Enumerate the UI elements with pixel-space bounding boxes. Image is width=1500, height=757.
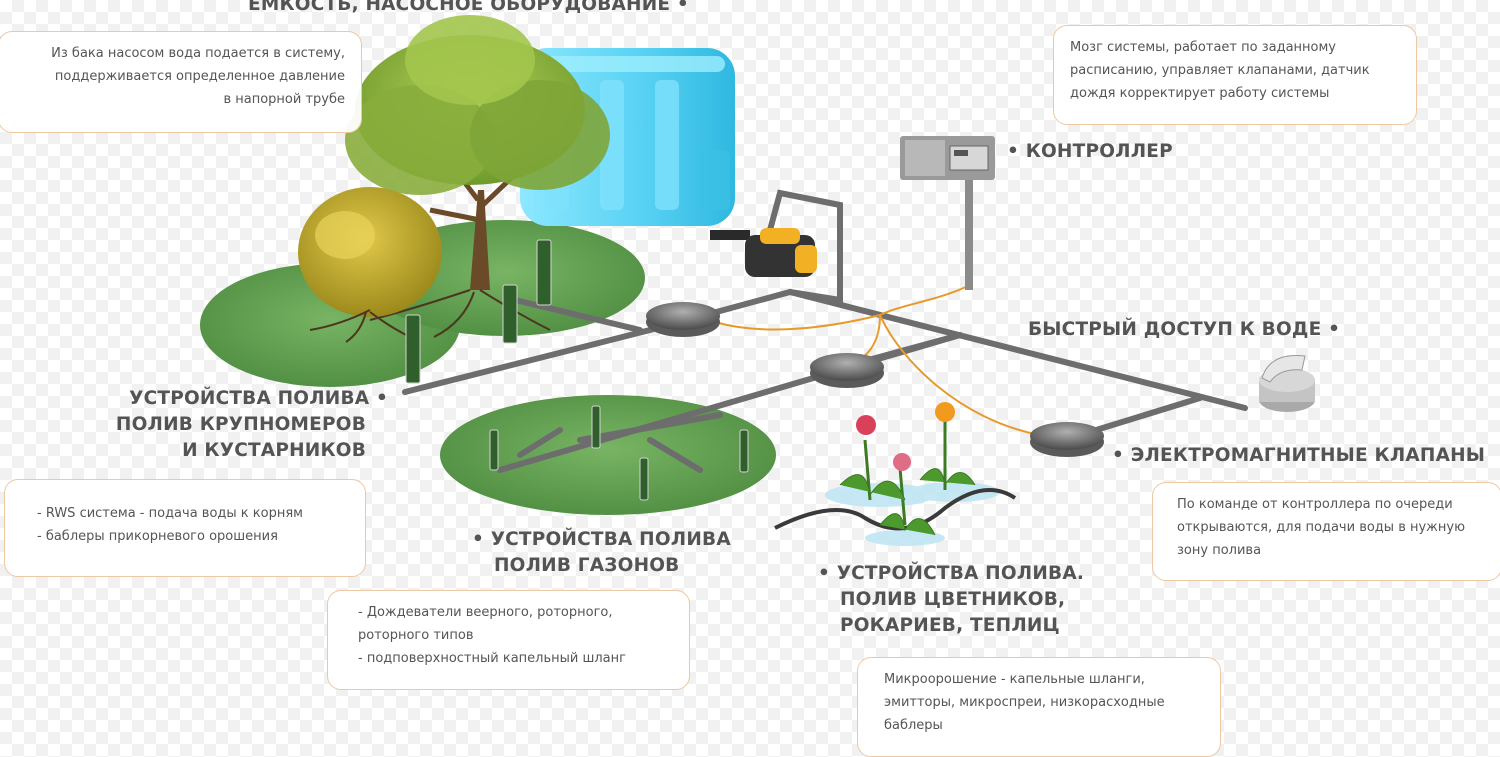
controller-desc-line-1: Мозг системы, работает по заданному [1070,36,1400,59]
trees-heading-line-1: УСТРОЙСТВА ПОЛИВА [129,388,369,409]
tank-desc-line-2: поддерживается определенное давление [15,65,345,88]
tank-heading-text: ЕМКОСТЬ, НАСОСНОЕ ОБОРУДОВАНИЕ [248,0,670,15]
lawns-heading-line-2: ПОЛИВ ГАЗОНОВ [494,553,731,579]
flowers-heading: • УСТРОЙСТВА ПОЛИВА. ПОЛИВ ЦВЕТНИКОВ, РО… [818,561,1084,639]
flowers-heading-line-1: УСТРОЙСТВА ПОЛИВА. [837,563,1084,584]
valve-box-3 [1030,422,1104,457]
lawns-heading-line-1: УСТРОЙСТВА ПОЛИВА [491,529,731,550]
controller-description-box: Мозг системы, работает по заданному расп… [1053,25,1417,125]
quick-access-box [1259,355,1315,412]
trees-desc-line-1: - RWS система - подача воды к корням [37,502,349,525]
flowers-heading-bullet: • [818,563,830,584]
trees-description-box: - RWS система - подача воды к корням - б… [4,479,366,577]
trees-heading: УСТРОЙСТВА ПОЛИВА • ПОЛИВ КРУПНОМЕРОВ И … [116,386,388,464]
tank-desc-line-1: Из бака насосом вода подается в систему, [15,42,345,65]
lawns-heading: • УСТРОЙСТВА ПОЛИВА ПОЛИВ ГАЗОНОВ [472,527,731,579]
valves-desc-line-2: открываются, для подачи воды в нужную [1177,516,1485,539]
controller-desc-line-2: расписанию, управляет клапанами, датчик [1070,59,1400,82]
valves-description-box: По команде от контроллера по очереди отк… [1152,482,1500,581]
valves-desc-line-3: зону полива [1177,539,1485,562]
flowers-desc-line-1: Микроорошение - капельные шланги, [884,668,1204,691]
valves-desc-line-1: По команде от контроллера по очереди [1177,493,1485,516]
lawns-desc-line-3: - подповерхностный капельный шланг [358,647,673,670]
valve-box-2 [810,353,884,388]
controller-heading: • КОНТРОЛЛЕР [1007,139,1173,165]
lawns-description-box: - Дождеватели веерного, роторного, ротор… [327,590,690,690]
quick-access-heading: БЫСТРЫЙ ДОСТУП К ВОДЕ • [1028,317,1340,343]
valves-heading: • ЭЛЕКТРОМАГНИТНЫЕ КЛАПАНЫ [1112,443,1485,469]
valve-box-1 [646,302,720,337]
controller-heading-text: КОНТРОЛЛЕР [1026,141,1173,162]
lawns-heading-bullet: • [472,529,484,550]
flowers-desc-line-2: эмитторы, микроспреи, низкорасходные [884,691,1204,714]
trees-heading-line-2: ПОЛИВ КРУПНОМЕРОВ [116,412,366,438]
controller-desc-line-3: дождя корректирует работу системы [1070,82,1400,105]
controller-heading-bullet: • [1007,141,1019,162]
quick-access-heading-text: БЫСТРЫЙ ДОСТУП К ВОДЕ [1028,319,1321,340]
flowers-heading-line-2: ПОЛИВ ЦВЕТНИКОВ, [840,587,1084,613]
flowers-desc-line-3: баблеры [884,714,1204,737]
lawns-desc-line-2: роторного типов [358,624,673,647]
lawns-desc-line-1: - Дождеватели веерного, роторного, [358,601,673,624]
valves-heading-bullet: • [1112,445,1124,466]
tank-heading: ЕМКОСТЬ, НАСОСНОЕ ОБОРУДОВАНИЕ • [248,0,689,18]
flowers-description-box: Микроорошение - капельные шланги, эмитто… [857,657,1221,757]
trees-heading-line-3: И КУСТАРНИКОВ [116,438,366,464]
flowers-heading-line-3: РОКАРИЕВ, ТЕПЛИЦ [840,613,1084,639]
pump [710,228,817,277]
tank-description-box: Из бака насосом вода подается в систему,… [0,31,362,133]
tank-heading-bullet: • [677,0,689,15]
valves-heading-text: ЭЛЕКТРОМАГНИТНЫЕ КЛАПАНЫ [1131,445,1486,466]
quick-access-heading-bullet: • [1328,319,1340,340]
tank-desc-line-3: в напорной трубе [15,88,345,111]
controller-device [900,136,995,290]
trees-desc-line-2: - баблеры прикорневого орошения [37,525,349,548]
trees-heading-bullet: • [376,388,388,409]
